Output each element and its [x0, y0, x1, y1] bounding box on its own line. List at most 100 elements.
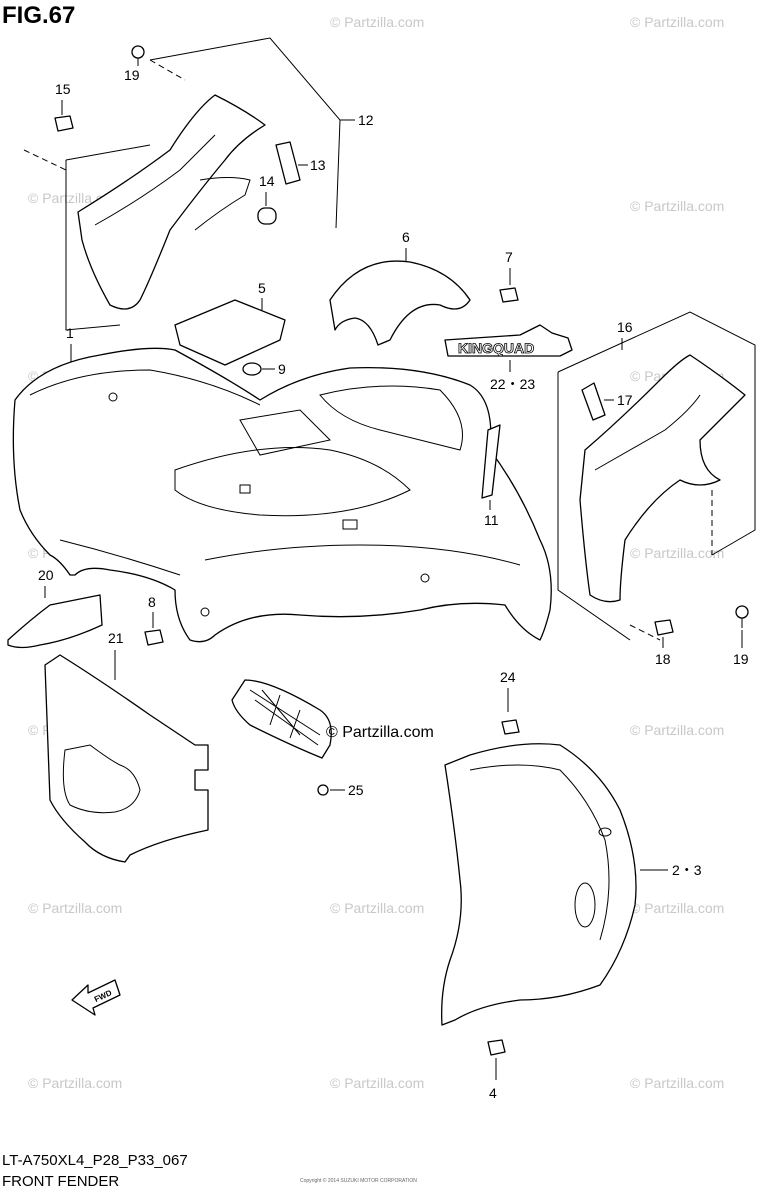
- watermark: © Partzilla.com: [630, 1075, 725, 1091]
- watermark: © Partzilla.com: [630, 14, 725, 30]
- part-10-group: [231, 679, 332, 759]
- part-12-tab: [194, 177, 251, 231]
- part-11-group: 11: [481, 424, 501, 528]
- part-7-group: 7: [499, 249, 519, 303]
- part-19-top-group: 19: [124, 45, 145, 83]
- part-24-clip: [501, 719, 520, 735]
- callout-5: 5: [258, 280, 266, 296]
- part-5-group: 5: [174, 280, 286, 366]
- watermark: © Partzilla.com: [630, 722, 725, 738]
- watermark: © Partzilla.com: [630, 900, 725, 916]
- part-2-3-ridge: [469, 764, 610, 941]
- callout-18: 18: [655, 651, 671, 667]
- part-16-frame-top: [557, 311, 756, 556]
- callout-24: 24: [500, 669, 516, 685]
- part-9-group: 9: [242, 361, 286, 377]
- callout-11: 11: [484, 512, 499, 528]
- part-15-clip: [54, 115, 74, 132]
- part-1-hole: [108, 392, 118, 402]
- callout-2-3: 2・3: [672, 862, 702, 878]
- part-12-dash: [23, 149, 67, 171]
- part-16-dash-low: [629, 624, 661, 641]
- kingquad-decal: [444, 324, 573, 357]
- callout-16: 16: [617, 319, 633, 335]
- part-5-lid: [174, 299, 286, 366]
- part-2-3-hole: [598, 827, 612, 837]
- part-12-detail: [94, 134, 216, 226]
- callout-25: 25: [348, 782, 364, 798]
- callout-7: 7: [505, 249, 513, 265]
- part-12-dash-top: [149, 59, 186, 81]
- part-16-panel: [579, 354, 746, 603]
- part-16-group: 16: [557, 311, 756, 641]
- part-25-screw: [317, 784, 329, 796]
- part-19-screw: [131, 45, 145, 59]
- watermark: © Partzilla.com: [330, 900, 425, 916]
- part-17-group: 17: [581, 382, 633, 421]
- part-18-group: 18: [654, 619, 674, 667]
- callout-20: 20: [38, 567, 54, 583]
- part-12-frame-left: [65, 160, 121, 331]
- figure-title: FIG.67: [2, 2, 76, 29]
- part-4-group: 4: [487, 1039, 506, 1101]
- watermark: © Partzilla.com: [630, 545, 725, 561]
- center-watermark: © Partzilla.com: [326, 724, 434, 741]
- part-18-clip: [654, 619, 674, 636]
- part-1-lower-ridge: [204, 544, 521, 566]
- section-name: FRONT FENDER: [2, 1173, 120, 1190]
- callout-6: 6: [402, 229, 410, 245]
- callout-13: 13: [310, 157, 326, 173]
- watermark: © Partzilla.com: [330, 1075, 425, 1091]
- part-17-strip: [581, 382, 606, 421]
- part-16-detail: [594, 394, 701, 471]
- fwd-arrow-shape: [71, 979, 121, 1016]
- part-1-group: 1: [12, 325, 552, 643]
- callout-8: 8: [148, 594, 156, 610]
- part-10-mesh: [249, 689, 321, 746]
- kingquad-decal-group: KINGQUAD 22・23: [444, 324, 573, 392]
- part-6-cover: [329, 260, 471, 346]
- model-code: LT-A750XL4_P28_P33_067: [2, 1152, 188, 1169]
- callout-4: 4: [489, 1085, 497, 1101]
- callout-1: 1: [66, 325, 74, 341]
- part-8-clip: [144, 629, 164, 646]
- part-13-strip: [275, 141, 301, 185]
- part-12-frame-line: [65, 144, 151, 161]
- watermark: © Partzilla.com: [28, 900, 123, 916]
- callout-15: 15: [55, 81, 71, 97]
- callout-17: 17: [617, 392, 633, 408]
- part-25-group: 25: [317, 782, 364, 798]
- part-8-group: 8: [144, 594, 164, 646]
- callout-12: 12: [358, 112, 374, 128]
- watermark: © Partzilla.com: [330, 14, 425, 30]
- part-19-right-group: 19: [733, 605, 749, 667]
- part-1-top-opening: [319, 385, 463, 451]
- part-16-frame-left: [557, 372, 631, 641]
- copyright-notice: Copyright © 2014 SUZUKI MOTOR CORPORATIO…: [300, 1178, 417, 1184]
- part-21-group: 21: [44, 630, 209, 863]
- part-12-group: 12: [23, 37, 374, 331]
- part-13-group: 13: [275, 141, 326, 185]
- part-1-slot: [239, 484, 251, 494]
- part-1-hole: [200, 607, 210, 617]
- part-1-recess: [239, 409, 332, 456]
- part-12-panel: [77, 94, 266, 310]
- fwd-arrow-icon: FWD: [71, 979, 121, 1016]
- watermark: © Partzilla.com: [630, 198, 725, 214]
- part-14-group: 14: [257, 173, 277, 225]
- part-15-group: 15: [54, 81, 74, 132]
- callout-22-23: 22・23: [490, 376, 535, 392]
- part-21-cutout: [62, 744, 141, 814]
- part-6-group: 6: [329, 229, 471, 346]
- part-14-grommet: [257, 207, 277, 225]
- part-9-grommet: [242, 362, 262, 376]
- part-2-3-group: 2・3: [441, 743, 702, 1026]
- part-20-group: 20: [7, 567, 103, 649]
- part-1-left-skirt: [59, 539, 181, 576]
- callout-14: 14: [259, 173, 275, 189]
- callout-19-right: 19: [733, 651, 749, 667]
- part-4-screw: [487, 1039, 506, 1056]
- callout-21: 21: [108, 630, 124, 646]
- part-1-center-tray: [174, 447, 411, 517]
- watermark: © Partzilla.com: [28, 1075, 123, 1091]
